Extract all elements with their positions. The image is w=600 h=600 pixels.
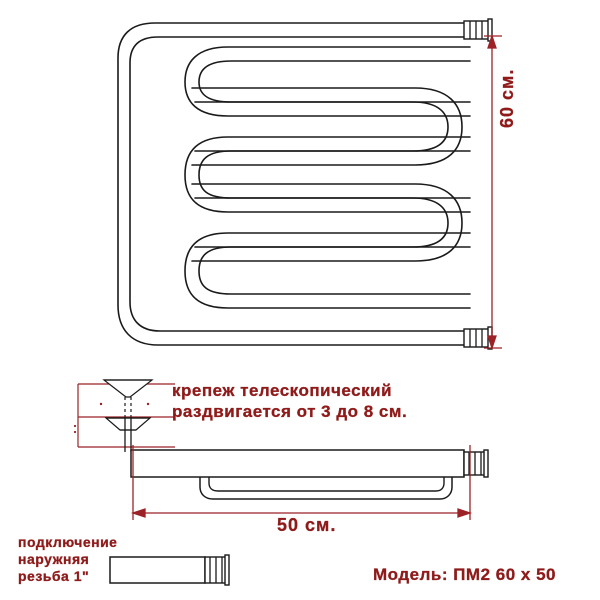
- model-label: Модель: ПМ2 60 х 50: [373, 565, 556, 584]
- arrow-right: [457, 508, 473, 518]
- plan-main-bar: [130, 449, 465, 478]
- mount-range-dots: [73, 402, 150, 434]
- connection-label-line3: резьба 1": [18, 568, 90, 584]
- connection-label-line1: подключение: [18, 534, 118, 550]
- arrow-left: [130, 508, 146, 518]
- plan-u-tube-outer: [199, 477, 453, 500]
- mount-post: [124, 418, 132, 452]
- connection-label-line2: наружняя: [18, 551, 90, 567]
- serpentine-pipe-outline: [117, 22, 471, 346]
- connection-thread-end: [204, 554, 230, 586]
- arrow-down: [487, 335, 497, 351]
- mount-telescopic-shaft: [124, 397, 132, 420]
- threaded-connector-top: [463, 18, 493, 42]
- telescopic-note-line2: раздвигается от 3 до 8 см.: [172, 402, 408, 421]
- arrow-up: [487, 33, 497, 49]
- horizontal-dimension-label: 50 см.: [277, 515, 337, 535]
- connection-pipe-body: [109, 556, 206, 584]
- mount-cone-lower: [104, 417, 152, 431]
- mount-cone-upper: [102, 379, 154, 398]
- telescopic-note-line1: крепеж телескопический: [172, 381, 393, 400]
- plan-u-tube-inner: [208, 477, 445, 492]
